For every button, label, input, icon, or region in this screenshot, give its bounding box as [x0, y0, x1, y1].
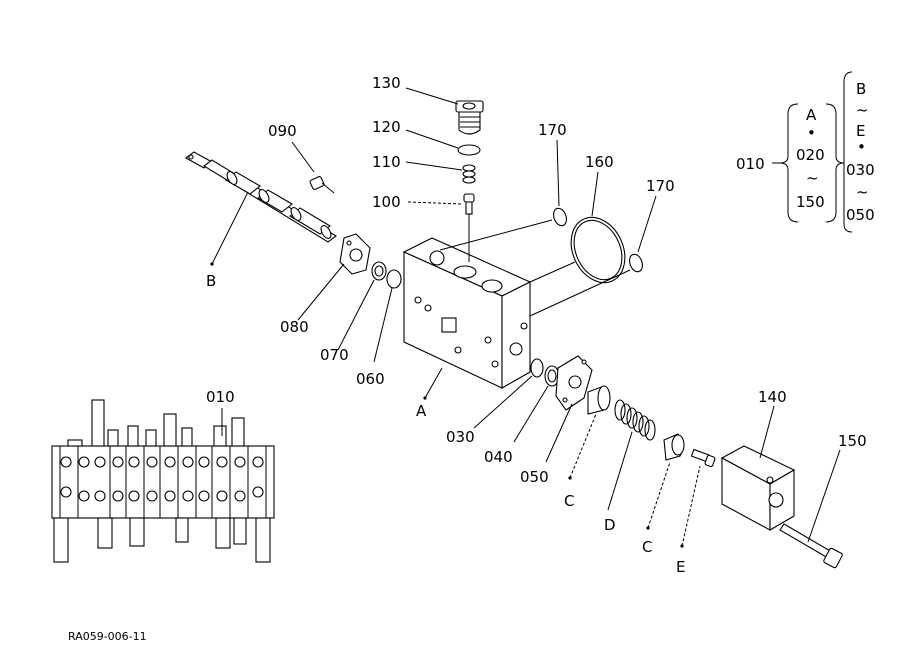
callout-C-lower: C: [642, 538, 652, 556]
callout-B: B: [206, 272, 216, 290]
screw-E: [690, 448, 716, 468]
spring-D: [614, 399, 656, 441]
valve-body-block: [402, 237, 532, 389]
callout-030: 030: [446, 428, 475, 446]
callout-040: 040: [484, 448, 513, 466]
legend-right-to: 050: [846, 206, 875, 224]
spring-110: [462, 164, 476, 184]
range-legend: 010 A • 020 ~ 150 B ~ E • 030 ~ 050: [736, 71, 875, 233]
cover-plate-050: [555, 355, 593, 411]
legend-right-from: 030: [846, 161, 875, 179]
callout-C-upper: C: [564, 492, 574, 510]
callout-130: 130: [372, 74, 401, 92]
legend-right-tilde-1: ~: [856, 101, 869, 119]
cover-plate-080: [339, 233, 371, 275]
screw-090: [309, 176, 335, 194]
legend-right-mid: E: [856, 122, 865, 140]
legend-left-top: A: [806, 106, 817, 124]
callout-120: 120: [372, 118, 401, 136]
legend-left-dot: •: [807, 124, 816, 142]
leader-dots: [210, 262, 684, 548]
callout-160: 160: [585, 153, 614, 171]
legend-left-to: 150: [796, 193, 825, 211]
callout-150: 150: [838, 432, 867, 450]
o-ring-160: [570, 216, 626, 284]
legend-left-tilde: ~: [806, 169, 819, 187]
callout-110: 110: [372, 153, 401, 171]
callout-070: 070: [320, 346, 349, 364]
poppet-100: [463, 193, 475, 215]
legend-ref-010: 010: [736, 155, 765, 173]
plug-130: [455, 100, 484, 135]
spool-B: [184, 151, 337, 243]
callout-050: 050: [520, 468, 549, 486]
legend-right-top: B: [856, 80, 866, 98]
legend-left-from: 020: [796, 146, 825, 164]
callout-010-inset: 010: [206, 388, 235, 406]
cap-140: [720, 445, 796, 531]
o-ring-030: [530, 358, 544, 378]
callout-170-upper: 170: [538, 121, 567, 139]
bolt-150: [779, 523, 843, 569]
callout-090: 090: [268, 122, 297, 140]
spring-seat-C-lower: [663, 433, 685, 461]
callout-140: 140: [758, 388, 787, 406]
spring-seat-C-upper: [587, 385, 611, 415]
o-ring-170-lower: [629, 253, 643, 273]
o-ring-120: [457, 144, 481, 156]
drawing-code: RA059-006-11: [68, 630, 147, 643]
callout-D: D: [604, 516, 616, 534]
callout-100: 100: [372, 193, 401, 211]
callout-A: A: [416, 402, 427, 420]
callout-170-lower: 170: [646, 177, 675, 195]
washer-070: [371, 261, 387, 281]
o-ring-170-upper: [553, 207, 567, 227]
leader-lines: [211, 87, 841, 547]
legend-right-dot: •: [857, 138, 866, 156]
callout-E: E: [676, 558, 685, 576]
legend-right-tilde-2: ~: [856, 183, 869, 201]
inset-valve-assembly: [51, 399, 275, 563]
callout-080: 080: [280, 318, 309, 336]
o-ring-060: [386, 269, 402, 289]
callout-labels: 130 120 110 100 090 170 160 170 B 080 07…: [206, 74, 867, 576]
callout-060: 060: [356, 370, 385, 388]
